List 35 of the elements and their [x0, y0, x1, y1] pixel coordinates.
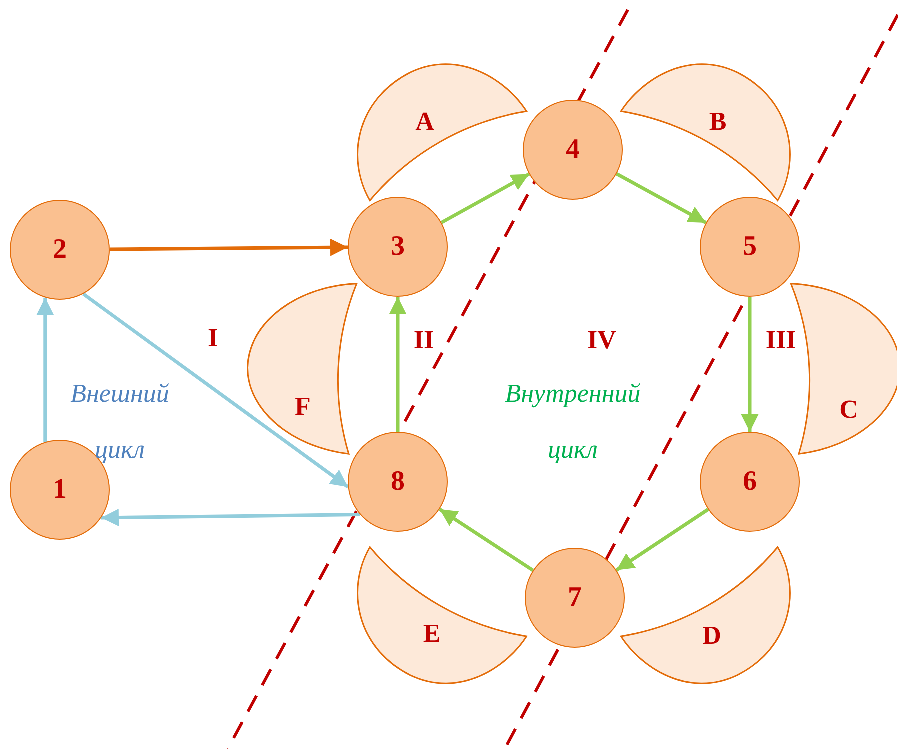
arrow [389, 297, 407, 432]
arrow [438, 508, 534, 572]
petal-letter: A [416, 109, 434, 135]
petal-letter: E [423, 621, 441, 647]
petal-letter: C [840, 397, 858, 423]
cycle-label: Внутренний цикл [504, 378, 642, 466]
petal-shape [619, 62, 792, 203]
event-number: 5 [743, 233, 757, 261]
arrow [36, 298, 54, 442]
region-numeral: II [414, 324, 434, 356]
arrow [440, 172, 530, 224]
event-number: 3 [391, 233, 405, 261]
arrow [82, 292, 350, 489]
region-numeral: III [766, 324, 796, 356]
region-numeral: IV [588, 324, 616, 356]
cycle-label: Внешний цикл [70, 378, 170, 466]
petal-shape [356, 545, 529, 686]
region-numeral: I [208, 322, 218, 354]
event-number: 4 [566, 136, 580, 164]
arrow [101, 509, 360, 526]
petal-letter: B [709, 109, 727, 135]
arrow [110, 238, 348, 256]
event-number: 7 [568, 584, 582, 612]
petal-letter: F [295, 394, 311, 420]
event-number: 1 [53, 476, 67, 504]
arrow [616, 508, 710, 572]
petal-shape [619, 545, 792, 686]
event-number: 2 [53, 236, 67, 264]
arrow [616, 172, 707, 224]
petal-shape [356, 62, 529, 203]
petal-shape [246, 282, 359, 456]
event-number: 8 [391, 468, 405, 496]
arrow [741, 297, 759, 432]
petal-letter: D [702, 623, 722, 649]
event-number: 6 [743, 468, 757, 496]
